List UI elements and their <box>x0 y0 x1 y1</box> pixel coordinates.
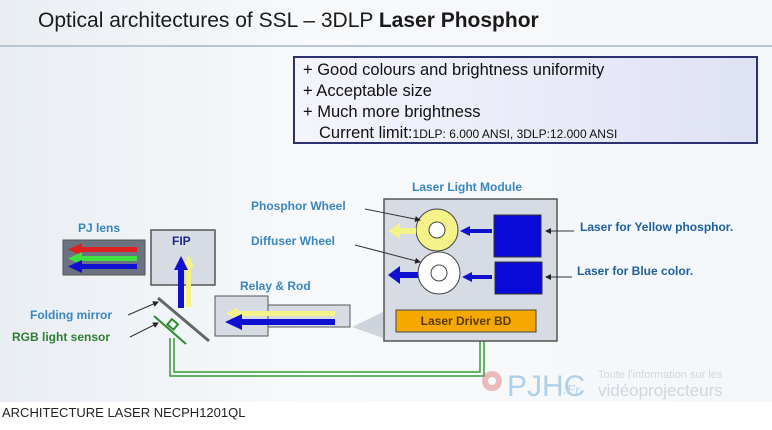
title-bold: Laser Phosphor <box>378 9 539 32</box>
diffuser-wheel-label: Diffuser Wheel <box>251 234 335 248</box>
current-limit-label: Current limit: <box>319 124 413 142</box>
fip-arrows <box>174 255 194 308</box>
benefit-item: + Acceptable size <box>303 82 432 100</box>
image-caption: ARCHITECTURE LASER NECPH1201QL <box>2 405 246 420</box>
folding-mirror-label: Folding mirror <box>30 308 112 322</box>
fip-label: FIP <box>172 234 191 248</box>
folding-mirror <box>157 296 210 343</box>
watermark-brand: PJHC <box>507 370 585 402</box>
laser-module-label: Laser Light Module <box>412 180 522 194</box>
rgb-output-arrows <box>68 243 137 273</box>
slide-title: Optical architectures of SSL – 3DLP Lase… <box>38 9 539 33</box>
blue-laser-beam <box>462 272 492 282</box>
benefit-item: + Good colours and brightness uniformity <box>303 61 605 79</box>
phosphor-wheel-label: Phosphor Wheel <box>251 199 346 213</box>
watermark-tagline-1: Toute l'information sur les <box>598 369 723 381</box>
blue-laser-diode <box>494 261 543 295</box>
phosphor-wheel <box>415 208 459 252</box>
architecture-diagram: PJ lens FIP Relay & Rod Folding mirro <box>12 180 733 402</box>
title-regular: Optical architectures of SSL – 3DLP <box>38 9 379 32</box>
rgb-light-sensor <box>153 315 187 345</box>
current-limit: Current limit:1DLP: 6.000 ANSI, 3DLP:12.… <box>303 123 756 145</box>
sensor-feedback-wire <box>169 334 485 377</box>
pj-lens-label: PJ lens <box>78 221 120 235</box>
rgb-sensor-label: RGB light sensor <box>12 330 110 344</box>
relay-rod-label: Relay & Rod <box>240 279 311 293</box>
diffuser-wheel <box>417 251 461 295</box>
light-cone <box>352 312 383 338</box>
current-limit-value: 1DLP: 6.000 ANSI, 3DLP:12.000 ANSI <box>412 127 618 141</box>
laser-blue-label: Laser for Blue color. <box>577 264 693 278</box>
benefit-item: + Much more brightness <box>303 103 481 121</box>
laser-driver-box <box>395 309 537 333</box>
yellow-output-arrow <box>388 223 416 239</box>
pjhc-watermark: PJHC .Fr Toute l'information sur les vid… <box>482 369 723 402</box>
watermark-logo-icon <box>482 371 502 391</box>
title-divider <box>0 45 772 47</box>
watermark-tagline-2: vidéoprojecteurs <box>598 381 723 400</box>
blue-output-arrow <box>388 266 418 284</box>
laser-driver-label: Laser Driver BD <box>421 314 512 328</box>
benefits-box: + Good colours and brightness uniformity… <box>293 56 758 144</box>
yellow-laser-diode <box>493 214 542 258</box>
yellow-laser-beam <box>460 226 492 236</box>
watermark-suffix: .Fr <box>563 383 581 398</box>
slide: Optical architectures of SSL – 3DLP Lase… <box>0 0 772 402</box>
laser-yellow-label: Laser for Yellow phosphor. <box>580 220 733 234</box>
relay-arrows <box>225 307 335 330</box>
